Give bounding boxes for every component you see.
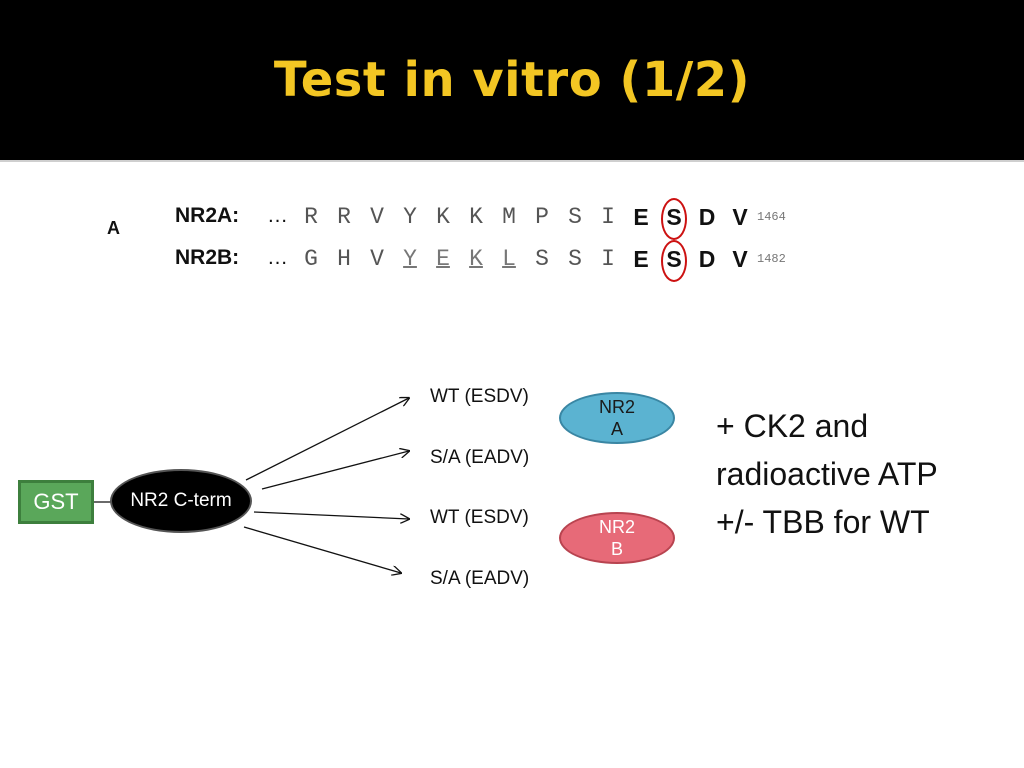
arrow-to-wt-b <box>253 511 409 519</box>
residue: S <box>568 204 582 230</box>
nr2-cterm-node: NR2 C-term <box>110 469 252 533</box>
residue: S <box>535 246 549 272</box>
gst-box: GST <box>18 480 94 524</box>
residue: L <box>502 246 516 272</box>
residue: S <box>568 246 582 272</box>
variant-wt-b: WT (ESDV) <box>430 507 529 528</box>
residue: I <box>601 246 615 272</box>
nr2b-node: NR2 B <box>559 512 675 564</box>
residue: G <box>304 246 318 272</box>
conditions-line: + CK2 and <box>716 408 869 444</box>
title-divider <box>0 160 1024 162</box>
residue: P <box>535 204 549 230</box>
nr2b-label: NR2 B <box>598 517 635 559</box>
arrow-to-sa-b <box>243 526 401 573</box>
residue: K <box>469 246 483 272</box>
sequence-name: NR2B: <box>175 246 240 269</box>
residue: E <box>436 246 450 272</box>
residue: K <box>436 204 450 230</box>
sequence-ellipsis: … <box>267 246 288 269</box>
conditions-line: radioactive ATP <box>716 456 938 492</box>
variant-sa-a: S/A (EADV) <box>430 447 530 468</box>
conditions-line: +/- TBB for WT <box>716 504 930 540</box>
variant-sa-b: S/A (EADV) <box>430 568 530 589</box>
residue: R <box>337 204 351 230</box>
panel-label: A <box>107 218 120 238</box>
residue: K <box>469 204 483 230</box>
residue: M <box>502 204 516 230</box>
highlight-circle <box>661 198 687 240</box>
residue-number: 1482 <box>757 252 786 266</box>
residue: D <box>698 246 716 272</box>
title-bar <box>0 0 1024 162</box>
residue: V <box>370 246 384 272</box>
residue: V <box>732 204 748 230</box>
residue: V <box>732 246 748 272</box>
residue: R <box>304 204 318 230</box>
residue: Y <box>403 204 417 230</box>
slide-title: Test in vitro (1/2) <box>273 52 751 108</box>
nr2-cterm-label: NR2 C-term <box>130 490 232 511</box>
nr2a-label: NR2 A <box>598 397 635 439</box>
residue: E <box>633 204 649 230</box>
highlight-circle <box>661 240 687 282</box>
residue: I <box>601 204 615 230</box>
variant-wt-a: WT (ESDV) <box>430 386 529 407</box>
residue: D <box>698 204 716 230</box>
residue: V <box>370 204 384 230</box>
arrow-to-sa-a <box>261 451 409 490</box>
residue: Y <box>403 246 417 272</box>
residue: E <box>633 246 649 272</box>
arrow-to-wt-a <box>245 398 409 481</box>
sequence-ellipsis: … <box>267 204 288 227</box>
nr2a-node: NR2 A <box>559 392 675 444</box>
sequence-name: NR2A: <box>175 204 240 227</box>
residue: H <box>337 246 351 272</box>
conditions-text: + CK2 and radioactive ATP +/- TBB for WT <box>716 402 938 546</box>
residue-number: 1464 <box>757 210 786 224</box>
